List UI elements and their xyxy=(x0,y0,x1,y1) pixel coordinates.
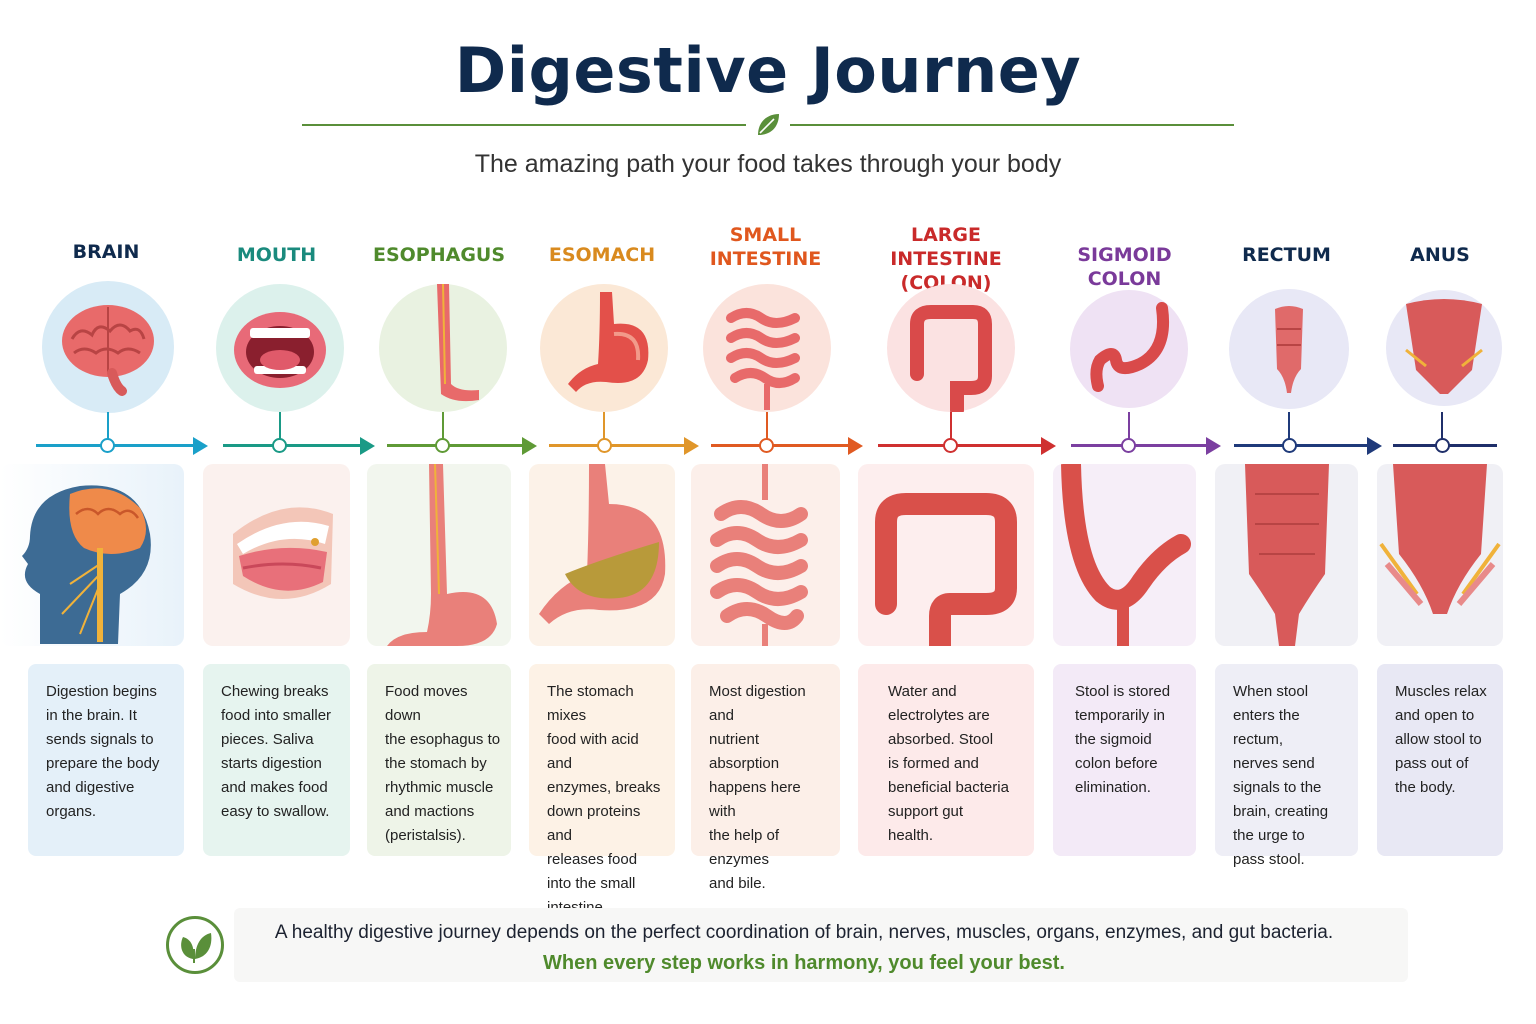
description-card: Stool is stored temporarily in the sigmo… xyxy=(1053,664,1196,856)
timeline-stem xyxy=(1288,412,1290,440)
anus-icon xyxy=(1386,290,1502,406)
timeline-segment xyxy=(1234,436,1382,456)
footer-banner xyxy=(234,908,1408,982)
stage-rectum: RECTUM When stool enters the rectum, ner… xyxy=(1215,0,1382,1024)
description-card: Most digestion and nutrient absorption h… xyxy=(691,664,840,892)
description-card: Digestion begins in the brain. It sends … xyxy=(28,664,184,856)
timeline-stem xyxy=(1128,412,1130,440)
title-divider-left xyxy=(302,124,746,126)
timeline-stem xyxy=(950,412,952,440)
timeline-segment xyxy=(1071,436,1221,456)
stomach-illustration xyxy=(529,464,675,646)
description-text: Stool is stored temporarily in the sigmo… xyxy=(1075,683,1171,796)
stage-stomach: ESOMACH The stomach mixes food with acid… xyxy=(529,0,699,1024)
esophagus-illustration xyxy=(367,464,511,646)
stage-label: SMALL INTESTINE xyxy=(709,224,822,270)
stomach-icon xyxy=(540,284,668,412)
stage-large-intestine: LARGE INTESTINE (COLON) Water and electr… xyxy=(858,0,1056,1024)
timeline-stem xyxy=(279,412,281,440)
title-divider-right xyxy=(790,124,1234,126)
description-text: Most digestion and nutrient absorption h… xyxy=(709,683,806,892)
description-text: Chewing breaks food into smaller pieces.… xyxy=(221,683,332,820)
stage-brain: BRAIN Digestion begins in the brain. It … xyxy=(0,0,208,1024)
mouth-icon xyxy=(216,284,344,412)
timeline-stem xyxy=(442,412,444,440)
leaf-icon xyxy=(752,109,784,141)
mouth-illustration xyxy=(203,464,350,646)
stage-label: MOUTH xyxy=(236,244,317,266)
timeline-segment xyxy=(711,436,863,456)
timeline-node xyxy=(1121,438,1136,453)
stage-label: BRAIN xyxy=(72,241,140,263)
large-intestine-illustration xyxy=(858,464,1034,646)
brain-icon xyxy=(42,281,174,413)
footer-highlight: When every step works in harmony, you fe… xyxy=(543,952,1065,974)
sigmoid-colon-icon xyxy=(1070,290,1188,408)
description-text: The stomach mixes food with acid and enz… xyxy=(547,683,661,916)
timeline-segment xyxy=(36,436,208,456)
timeline-node xyxy=(1435,438,1450,453)
timeline-node xyxy=(597,438,612,453)
description-card: Muscles relax and open to allow stool to… xyxy=(1377,664,1503,856)
stage-sigmoid-colon: SIGMOID COLON Stool is stored temporaril… xyxy=(1053,0,1221,1024)
description-card: When stool enters the rectum, nerves sen… xyxy=(1215,664,1358,868)
anus-illustration xyxy=(1377,464,1503,646)
stage-esophagus: ESOPHAGUS Food moves down the esophagus … xyxy=(367,0,537,1024)
description-card: Food moves down the esophagus to the sto… xyxy=(367,664,511,856)
rectum-icon xyxy=(1229,289,1349,409)
stage-label: RECTUM xyxy=(1242,244,1331,266)
page-title: Digestive Journey xyxy=(454,34,1082,107)
timeline-stem xyxy=(107,412,109,440)
footer-text: A healthy digestive journey depends on t… xyxy=(274,922,1334,943)
description-text: Water and electrolytes are absorbed. Sto… xyxy=(888,683,1009,844)
timeline-stem xyxy=(766,412,768,440)
stage-anus: ANUS Muscles relax and open to allow sto… xyxy=(1377,0,1503,1024)
stage-label: ESOMACH xyxy=(548,244,656,266)
small-intestine-illustration xyxy=(691,464,840,646)
timeline-segment xyxy=(223,436,375,456)
stage-mouth: MOUTH Chewing breaks food into smaller p… xyxy=(203,0,375,1024)
description-text: Food moves down the esophagus to the sto… xyxy=(385,683,501,844)
timeline-segment xyxy=(878,436,1056,456)
timeline-segment xyxy=(549,436,699,456)
esophagus-icon xyxy=(379,284,507,412)
description-card: Chewing breaks food into smaller pieces.… xyxy=(203,664,350,856)
timeline-node xyxy=(759,438,774,453)
page-subtitle: The amazing path your food takes through… xyxy=(474,150,1062,178)
description-text: Digestion begins in the brain. It sends … xyxy=(46,683,160,820)
stage-small-intestine: SMALL INTESTINE Most digestion and nutri… xyxy=(691,0,863,1024)
timeline-segment xyxy=(1393,436,1497,456)
large-intestine-icon xyxy=(887,284,1015,412)
timeline-node xyxy=(943,438,958,453)
stage-label: ANUS xyxy=(1410,244,1470,266)
description-text: Muscles relax and open to allow stool to… xyxy=(1395,683,1487,796)
timeline-segment xyxy=(387,436,537,456)
stage-label: ESOPHAGUS xyxy=(372,244,506,266)
brain-illustration xyxy=(0,464,184,646)
description-text: When stool enters the rectum, nerves sen… xyxy=(1233,683,1329,868)
small-intestine-icon xyxy=(703,284,831,412)
description-card: The stomach mixes food with acid and enz… xyxy=(529,664,675,916)
description-card: Water and electrolytes are absorbed. Sto… xyxy=(858,664,1034,856)
sigmoid-colon-illustration xyxy=(1053,464,1196,646)
timeline-node xyxy=(100,438,115,453)
timeline-node xyxy=(1282,438,1297,453)
timeline-stem xyxy=(603,412,605,440)
timeline-node xyxy=(272,438,287,453)
timeline-stem xyxy=(1441,412,1443,440)
leaf-icon xyxy=(166,916,224,974)
rectum-illustration xyxy=(1215,464,1358,646)
timeline-node xyxy=(435,438,450,453)
stage-label: SIGMOID COLON xyxy=(1077,244,1172,290)
